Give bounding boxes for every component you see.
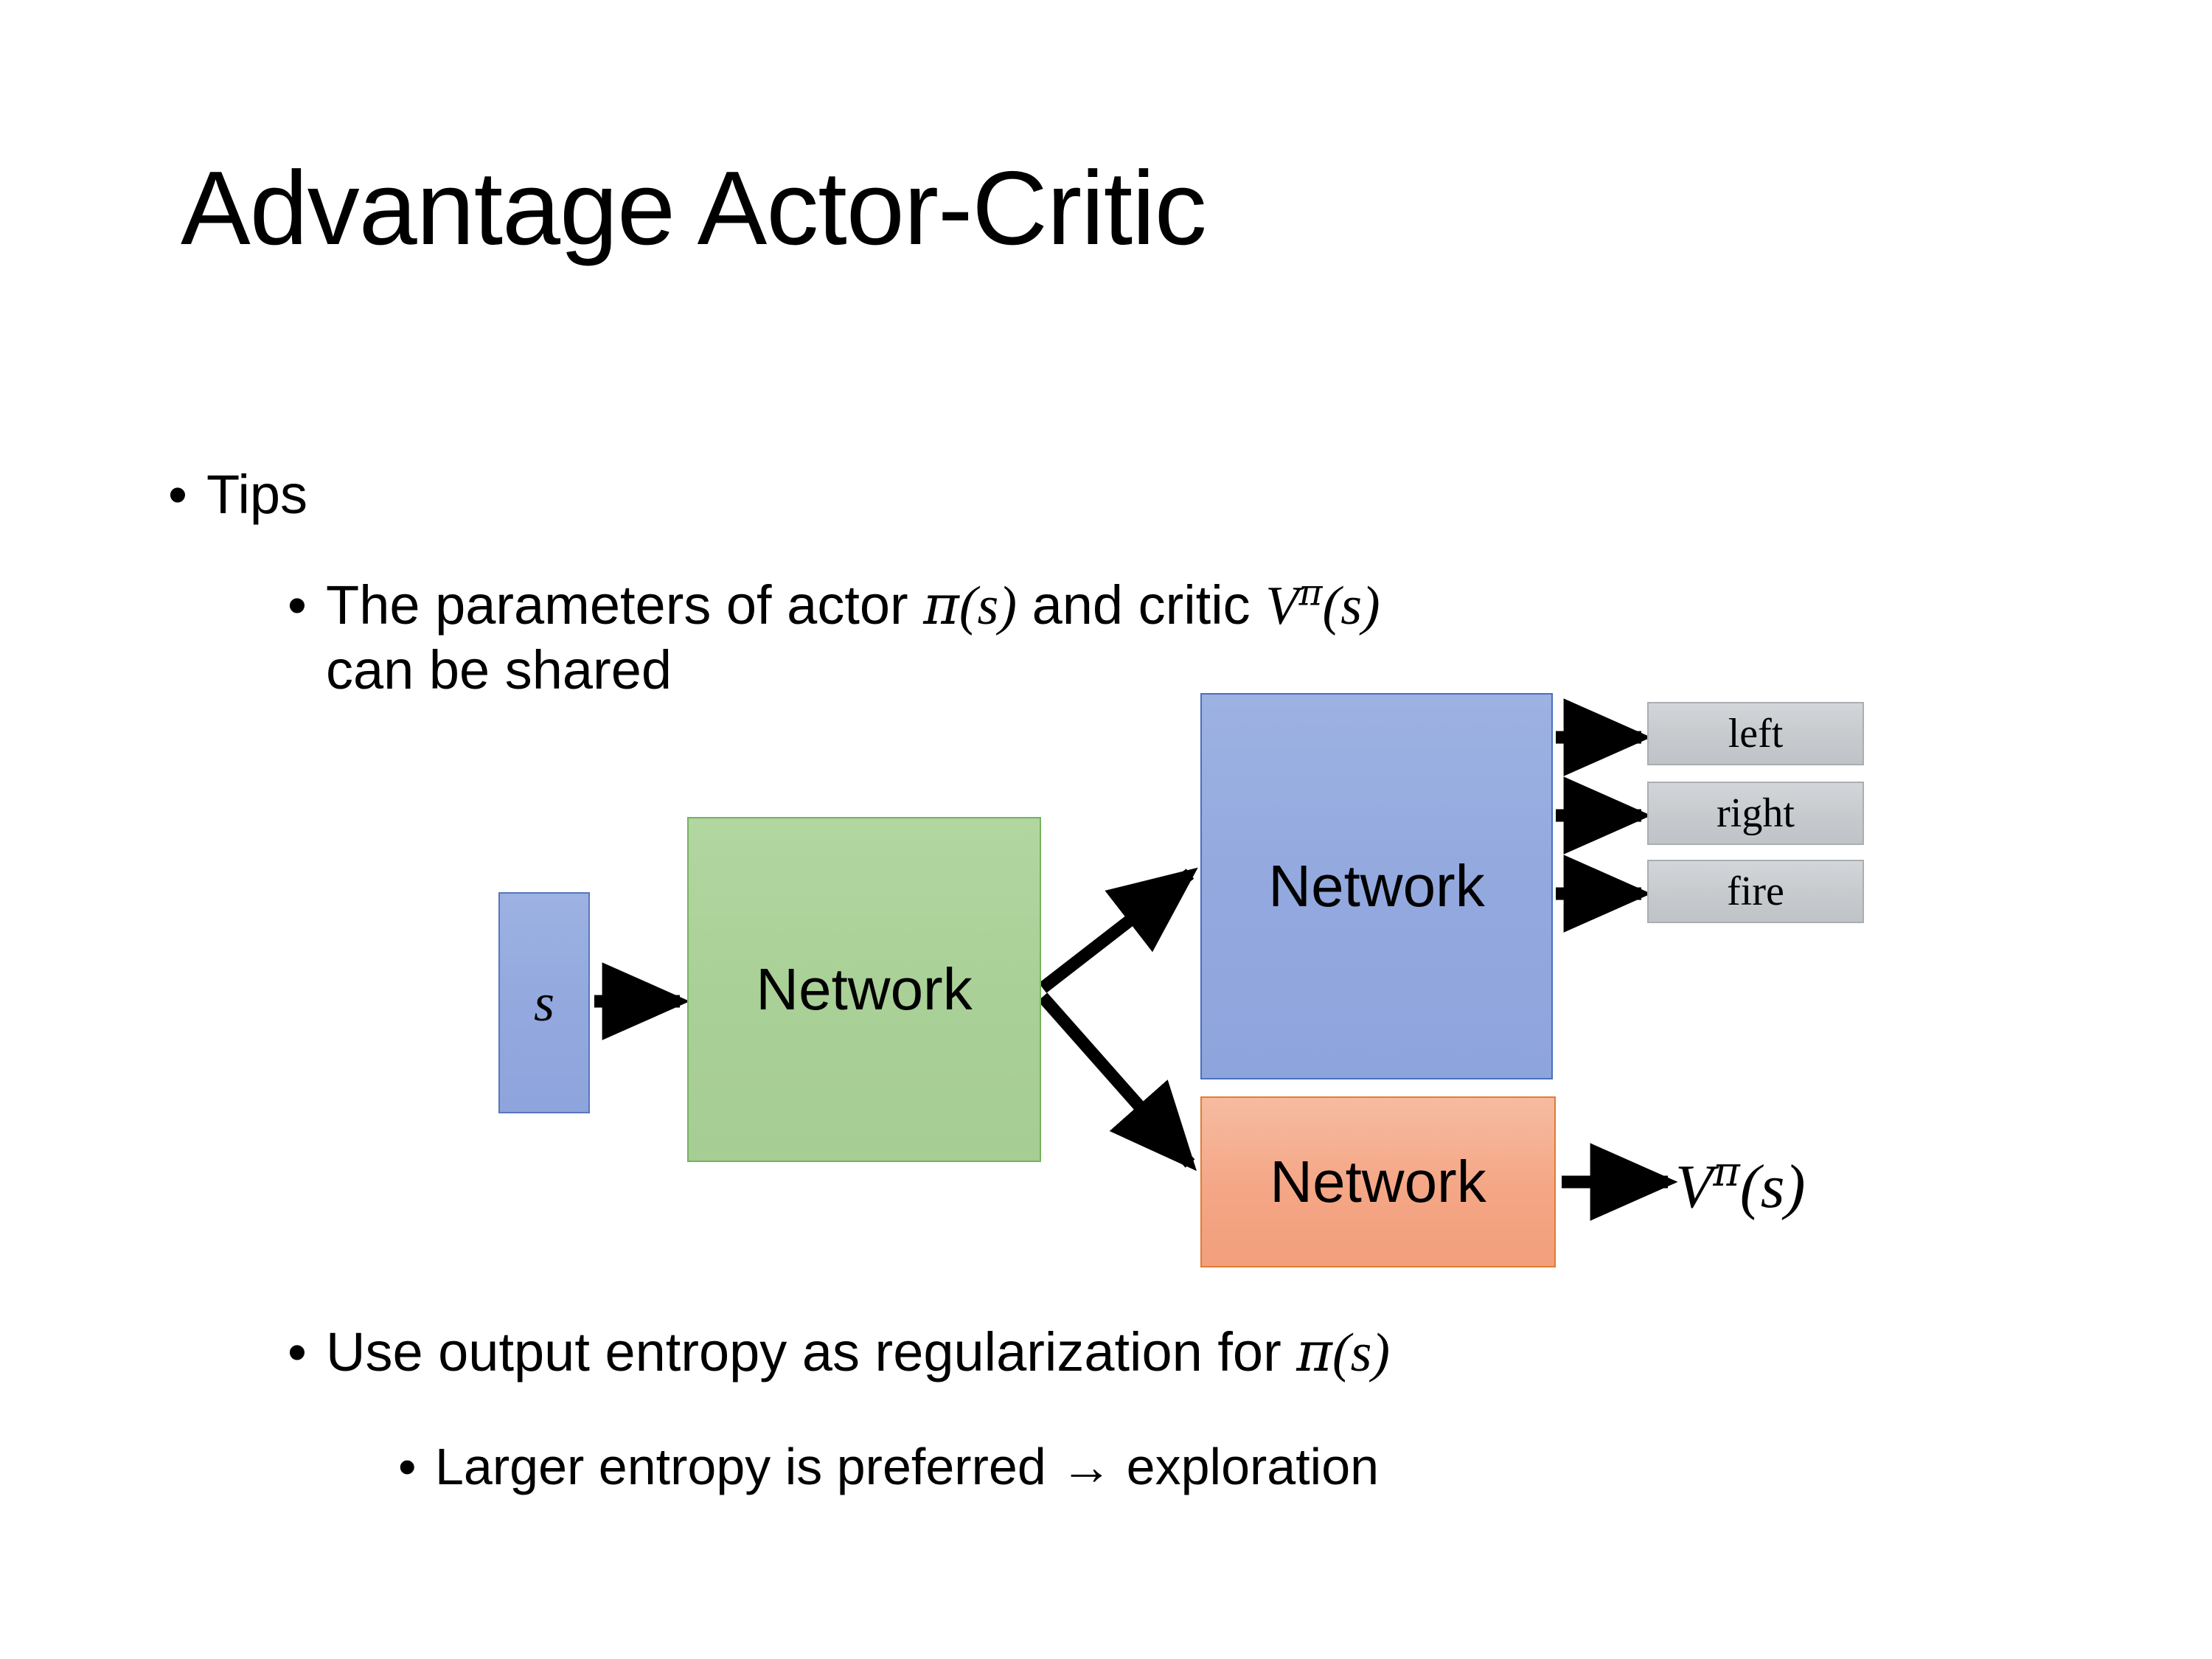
action-label-right: right [1717,790,1795,836]
action-label-fire: fire [1727,869,1784,914]
bullet-shared-parameters-text: The parameters of actor π(s) and critic … [326,574,1380,702]
action-box-left: left [1647,702,1864,765]
page-title: Advantage Actor-Critic [181,150,1207,267]
value-paren-close: ) [1784,1152,1806,1221]
critic-network-label: Network [1270,1149,1486,1214]
shared-network-box: Network [687,817,1041,1162]
shared-network-label: Network [756,956,973,1022]
params-line-2: can be shared [326,639,672,700]
arrow-shared-to-critic [1037,992,1197,1172]
action-box-right: right [1647,782,1864,845]
entropy-text-pre: Use output entropy as regularization for [326,1321,1297,1382]
arrow-shared-to-actor [1038,867,1198,993]
paren-open: ( [959,576,978,636]
value-symbol-s: s [1760,1152,1785,1221]
actor-network-label: Network [1268,853,1485,919]
state-symbol-2: s [1340,576,1363,636]
bullet-glyph: • [288,1321,307,1382]
bullet-entropy-text: Use output entropy as regularization for… [326,1321,1391,1384]
paren-close-2: ) [1362,576,1380,636]
value-function-output: Vπ(s) [1675,1150,1805,1222]
action-label-left: left [1728,711,1784,757]
bullet-shared-parameters: • The parameters of actor π(s) and criti… [288,574,2006,702]
value-paren-open: ( [1739,1152,1761,1221]
paren-open-entropy: ( [1332,1323,1351,1383]
bullet-tips-label: Tips [206,464,308,525]
bullet-glyph: • [168,464,187,525]
state-symbol: s [977,576,999,636]
pi-superscript: π [1298,571,1323,614]
bullet-larger-entropy-label: Larger entropy is preferred → exploratio… [435,1438,1380,1495]
bullet-larger-entropy: • Larger entropy is preferred → explorat… [398,1438,1379,1495]
action-box-fire: fire [1647,860,1864,923]
paren-close-entropy: ) [1371,1323,1391,1383]
state-symbol-entropy: s [1350,1323,1372,1383]
state-input-box: s [498,892,590,1113]
params-text-mid: and critic [1017,574,1266,636]
paren-open-2: ( [1322,576,1341,636]
value-function-symbol: V [1265,576,1299,636]
critic-network-box: Network [1200,1096,1556,1267]
pi-symbol-entropy: π [1296,1321,1332,1384]
paren-close: ) [998,576,1018,636]
value-symbol-v: V [1675,1152,1714,1221]
params-text-pre: The parameters of actor [326,574,924,636]
bullet-entropy-regularization: • Use output entropy as regularization f… [288,1321,1391,1384]
value-symbol-pi-sup: π [1713,1149,1740,1196]
actor-network-box: Network [1200,693,1553,1079]
bullet-tips: • Tips [168,464,308,526]
pi-symbol: π [923,574,959,637]
bullet-glyph: • [398,1438,417,1495]
bullet-glyph: • [288,574,307,636]
state-input-label: s [533,973,555,1032]
